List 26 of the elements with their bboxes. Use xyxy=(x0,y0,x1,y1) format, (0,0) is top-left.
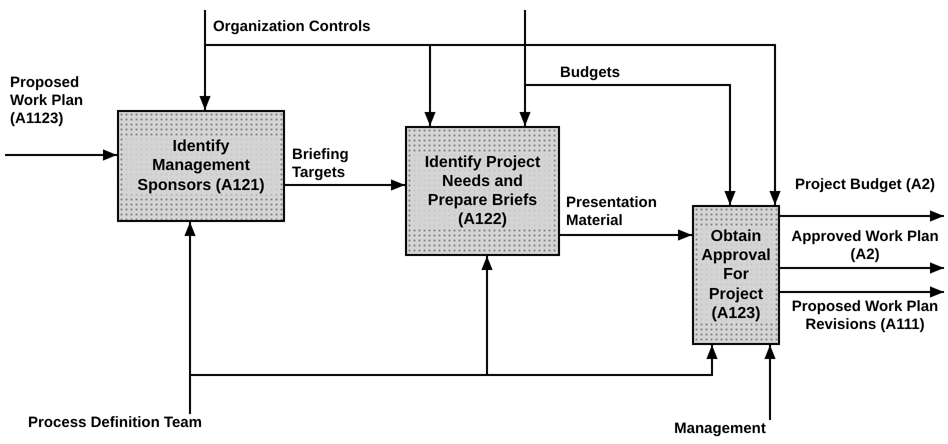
mechanism-label: Management xyxy=(660,420,780,437)
edge-label: Proposed Work Plan Revisions (A111) xyxy=(790,298,940,334)
edge-label: Presentation Material xyxy=(566,194,658,230)
edge-label: Approved Work Plan (A2) xyxy=(790,228,940,264)
arrow xyxy=(764,345,776,420)
mechanism-label: Process Definition Team xyxy=(15,414,215,431)
activity-box xyxy=(405,126,560,256)
arrow xyxy=(189,345,718,414)
edge-label: Project Budget (A2) xyxy=(794,176,936,194)
activity-label: Obtain Approval For Project (A123) xyxy=(698,227,774,323)
arrow xyxy=(285,179,405,191)
activity-label: Identify Management Sponsors (A121) xyxy=(123,137,279,195)
edge-label: Budgets xyxy=(560,64,621,82)
edge-label: Proposed Work Plan (A1123) xyxy=(10,74,84,128)
arrow xyxy=(780,286,944,298)
arrow xyxy=(780,210,944,222)
edge-label: Organization Controls xyxy=(213,18,372,36)
activity-label: Identify Project Needs and Prepare Briefs (A122) xyxy=(411,152,554,230)
arrow xyxy=(560,229,692,241)
activity-box xyxy=(692,205,780,345)
arrow xyxy=(5,149,117,161)
arrow xyxy=(204,10,781,205)
activity-box xyxy=(117,110,285,222)
edge-label: Briefing Targets xyxy=(292,146,350,182)
arrow xyxy=(780,262,944,274)
arrow xyxy=(524,10,736,205)
